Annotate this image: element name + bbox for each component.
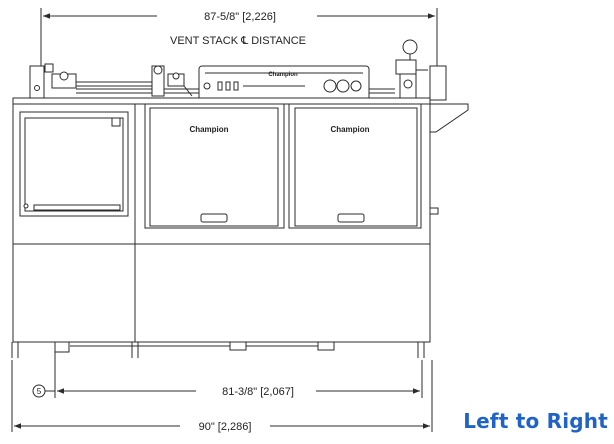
callout-number: 5 — [37, 387, 42, 396]
left-vent-stack — [29, 65, 45, 99]
brand-label-left: Champion — [189, 125, 228, 134]
plumbing-assembly — [29, 39, 447, 101]
overall-width-label: 90" [2,286] — [199, 421, 252, 433]
panel-brand: Champion — [268, 72, 298, 78]
orientation-caption: Left to Right — [463, 409, 608, 433]
vent-stack-label: VENT STACK ℄ DISTANCE — [170, 35, 306, 47]
machine-body — [11, 97, 469, 358]
right-vent-stack — [429, 65, 447, 101]
top-width-label: 87-5/8" [2,226] — [204, 11, 276, 23]
brand-label-right: Champion — [330, 125, 369, 134]
leg-span-label: 81-3/8" [2,067] — [222, 386, 294, 398]
pressure-gauge — [402, 39, 418, 55]
